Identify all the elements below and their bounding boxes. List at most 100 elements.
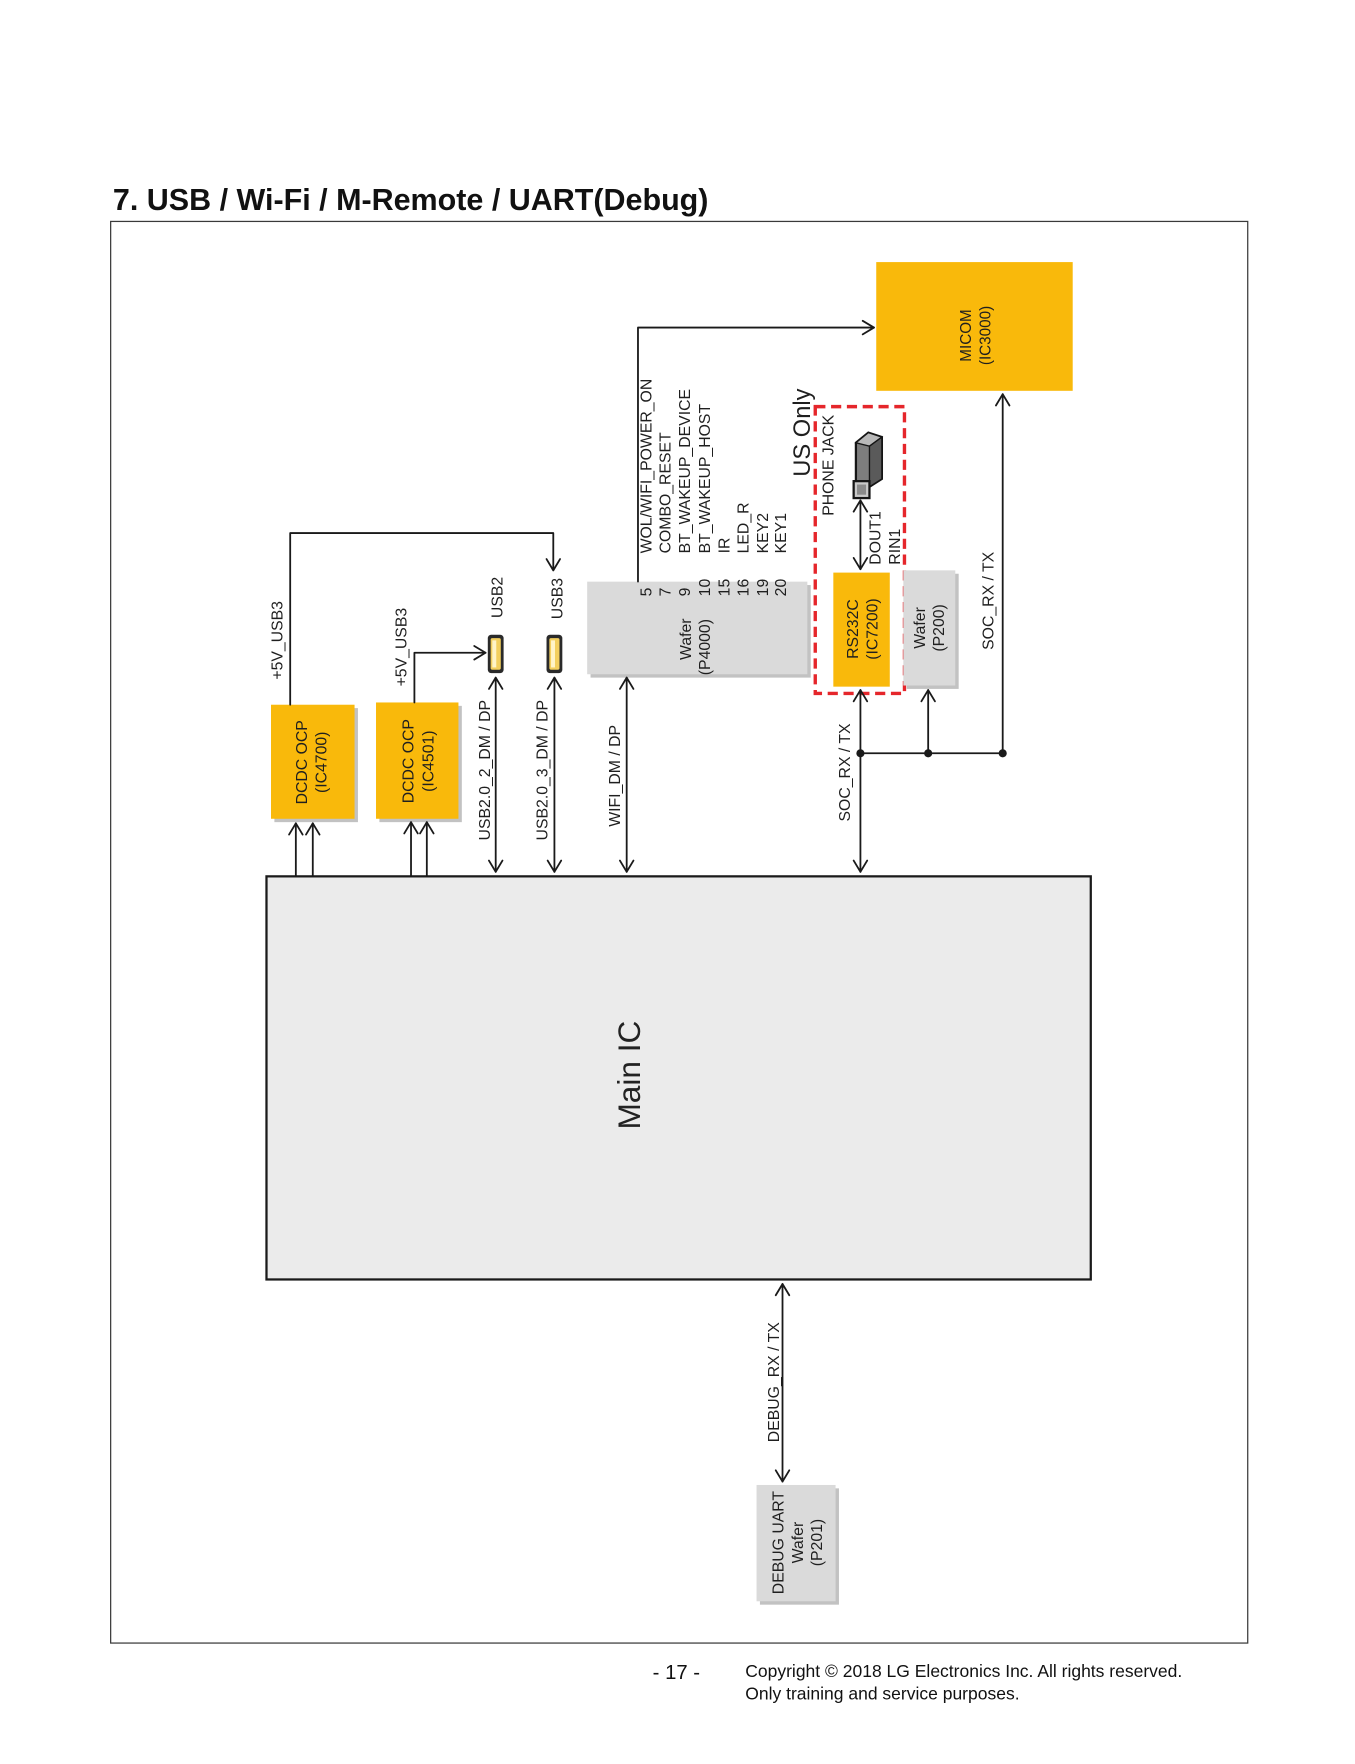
bus-usb2-0-3 [546, 676, 563, 873]
pin-number: 16 [736, 579, 753, 597]
pin-signal-label: WOL/WIFI_POWER_ON [639, 379, 656, 554]
wafer-p200-box [903, 570, 956, 686]
net-label-usb2-0-2: USB2.0_2_DM / DP [477, 700, 494, 840]
pin-signal-label: LED_R [736, 502, 753, 553]
arrowhead-up [774, 1283, 791, 1297]
net-label-5v-usb3-ic4700: +5V_USB3 [269, 601, 286, 680]
dcdc-ocp-ic4501-name: DCDC OCP [400, 719, 417, 803]
bus-soc-uart-main [852, 689, 869, 873]
dcdc-ocp-ic4501-ref: (IC4501) [421, 730, 438, 791]
usb3-port-label: USB3 [549, 578, 566, 619]
junction-dot [924, 749, 933, 758]
pin-signal-label: KEY2 [755, 513, 772, 553]
page-number: - 17 - [653, 1662, 700, 1684]
wire-main-ic-to-ic4700 [288, 822, 321, 877]
micom-box [876, 262, 1073, 391]
wafer-p200-block: Wafer (P200) [903, 570, 959, 689]
wafer-p4000-box [587, 581, 808, 675]
arrowhead-up [288, 822, 304, 836]
micom-block: MICOM (IC3000) [876, 262, 1073, 391]
rs232c-box [833, 572, 890, 687]
arrowhead-up [546, 676, 563, 690]
dcdc-ocp-ic4700-ref: (IC4700) [313, 732, 330, 793]
rs232c-block: RS232C (IC7200) [833, 572, 890, 687]
page-title: 7. USB / Wi-Fi / M-Remote / UART(Debug) [113, 183, 709, 217]
wafer-p4000-pin: 9 BT_WAKEUP_DEVICE [677, 389, 694, 596]
arrowhead-down [488, 859, 504, 873]
us-only-label: US Only [790, 388, 816, 476]
arrowhead-up [852, 499, 869, 513]
net-label-5v-usb3-ic4501: +5V_USB3 [393, 608, 410, 687]
pin-number: 20 [773, 579, 790, 597]
dcdc-ocp-ic4501-block: DCDC OCP (IC4501) [376, 702, 462, 823]
arrowhead-down [619, 859, 635, 873]
arrowhead-up [488, 676, 504, 690]
arrowhead-up [995, 393, 1011, 407]
pin-number: 5 [639, 587, 656, 596]
wire-5v-usb3-ic4700-to-usb3 [289, 532, 561, 706]
bus-usb2-0-2 [488, 676, 504, 873]
net-label-soc-rx-tx-main: SOC_RX / TX [837, 723, 854, 821]
pin-signal-label: IR [716, 538, 733, 554]
phone-jack-label: PHONE JACK [820, 414, 837, 515]
pin-number: 15 [716, 579, 733, 597]
wire-5v-usb3-ic4501-to-usb2 [413, 645, 487, 704]
usb3-port: USB3 [546, 578, 566, 674]
dcdc-ocp-ic4700-name: DCDC OCP [294, 720, 311, 804]
junction-dot [856, 749, 865, 758]
bus-wifi [619, 676, 635, 873]
dcdc-ocp-ic4700-block: DCDC OCP (IC4700) [271, 704, 358, 823]
wafer-p4000-pin: 19 KEY2 [755, 513, 772, 596]
wafer-p4000-pin: 16 LED_R [736, 502, 753, 596]
wafer-p4000-pin: 5 WOL/WIFI_POWER_ON [639, 379, 656, 597]
wire-main-ic-to-ic4501 [403, 821, 435, 877]
bus-debug-uart [774, 1283, 791, 1483]
wafer-p4000-pin: 10 BT_WAKEUP_HOST [697, 404, 714, 597]
wafer-p200-name: Wafer [912, 607, 929, 649]
dcdc-ocp-ic4501-box [376, 702, 459, 819]
arrowhead-down [852, 859, 869, 873]
wafer-p4000-block: Wafer (P4000) 5 WOL/WIFI_POWER_ON 7 COMB… [587, 379, 811, 678]
bus-rs232-phone-jack [852, 499, 869, 571]
usb-port-icon [487, 634, 504, 674]
micom-ref: (IC3000) [977, 306, 994, 365]
arrowhead-down [546, 859, 563, 873]
main-ic-box [265, 875, 1092, 1281]
diagram-frame [110, 220, 1249, 1644]
usb2-port-label: USB2 [489, 577, 506, 618]
pin-signal-label: COMBO_RESET [658, 432, 675, 553]
pin-number: 7 [658, 588, 675, 597]
net-label-dout1: DOUT1 [868, 511, 885, 565]
wire-wafer-p4000-to-micom [637, 319, 875, 583]
net-label-rin1: RIN1 [887, 528, 904, 564]
wafer-p4000-pin: 15 IR [716, 538, 733, 597]
pin-number: 19 [755, 579, 772, 597]
main-ic-block: Main IC [265, 875, 1092, 1281]
dcdc-ocp-ic4700-box [271, 704, 355, 819]
arrowhead-down [852, 557, 869, 571]
wafer-p200-ref: (P200) [931, 604, 948, 651]
wafer-p4000-pin: 20 KEY1 [773, 513, 790, 597]
debug-uart-name: DEBUG UART [771, 1491, 788, 1595]
arrowhead-down [545, 558, 561, 572]
debug-uart-type: Wafer [790, 1522, 807, 1564]
arrowhead-up [619, 676, 635, 690]
debug-uart-ref: (P201) [809, 1519, 826, 1566]
junction-dot [998, 749, 1007, 758]
net-label-soc-rx-tx-micom: SOC_RX / TX [981, 551, 998, 649]
rs232c-name: RS232C [845, 599, 862, 659]
net-label-wifi: WIFI_DM / DP [607, 725, 624, 827]
arrowhead-right [861, 319, 875, 336]
arrowhead-down [774, 1469, 791, 1483]
usb2-port: USB2 [487, 577, 506, 674]
arrowhead-up [852, 689, 869, 703]
wafer-p4000-pin: 7 COMBO_RESET [658, 432, 675, 596]
rs232c-ref: (IC7200) [864, 598, 881, 659]
phone-jack: PHONE JACK [820, 414, 884, 516]
phone-jack-icon [852, 431, 884, 500]
main-ic-label: Main IC [611, 1021, 647, 1130]
net-label-usb2-0-3: USB2.0_3_DM / DP [535, 700, 552, 840]
arrowhead-up [305, 822, 321, 836]
usb-port-icon [546, 634, 563, 674]
